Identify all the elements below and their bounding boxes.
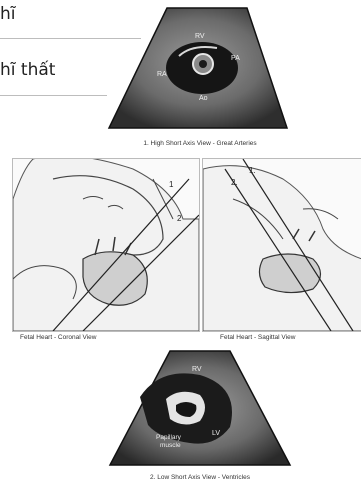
label-lv-low: LV [212,430,220,437]
label-rv: RV [195,33,205,40]
coronal-view-illustration: 1 2 [12,158,200,332]
plane-label-1: 1 [169,180,174,189]
great-arteries-ultrasound: RV PA RA Ao [97,0,299,145]
label-ra: RA [157,71,167,78]
label-ao: Ao [199,95,208,102]
menu-item-1[interactable]: hĩ [0,4,16,24]
ventricles-image: RV LV Papillary muscle [100,347,300,472]
plane-label-1-sagittal: 1. [249,166,256,175]
label-papillary-2: muscle [160,442,181,449]
caption-ventricles: 2. Low Short Axis View - Ventricles [100,474,300,481]
coronal-drawing: 1 2 [13,159,199,331]
ventricles-ultrasound: RV LV Papillary muscle [100,347,300,472]
caption-sagittal: Fetal Heart - Sagittal View [220,334,361,341]
caption-great-arteries: 1. High Short Axis View - Great Arteries [100,140,300,147]
caption-coronal: Fetal Heart - Coronal View [20,334,180,341]
menu-divider-2 [0,95,107,96]
sagittal-view-illustration: 1. 2. [202,158,361,332]
plane-label-2: 2 [177,214,182,223]
plane-label-2-sagittal: 2. [231,178,238,187]
great-arteries-image: RV PA RA Ao [97,0,299,145]
menu-item-2[interactable]: hĩ thất [0,60,55,80]
label-papillary-1: Papillary [156,434,182,441]
label-rv-low: RV [192,366,202,373]
heart-shape-sagittal [259,254,320,293]
aorta-lumen [199,60,207,68]
label-pa: PA [231,55,240,62]
sagittal-drawing: 1. 2. [203,159,361,331]
